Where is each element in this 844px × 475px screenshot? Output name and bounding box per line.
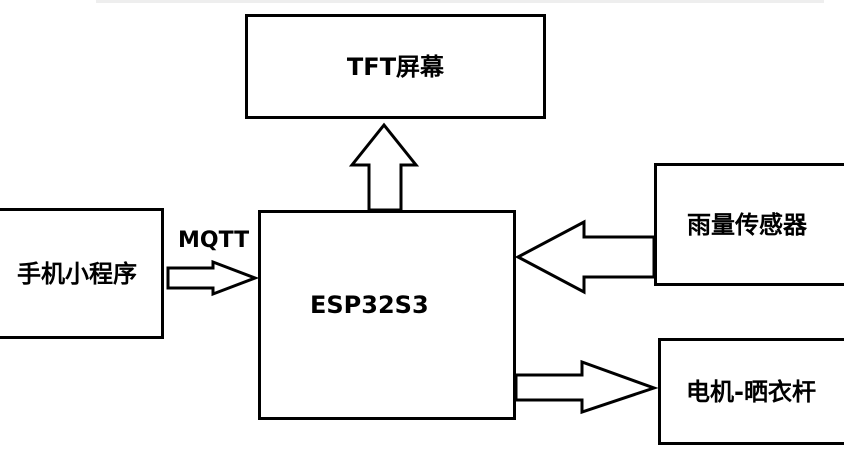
top-divider: [96, 0, 824, 3]
rain-sensor-label: 雨量传感器: [687, 210, 807, 239]
esp32s3-label: ESP32S3: [310, 291, 429, 319]
arrow-rain-to-esp: [514, 219, 656, 295]
rain-sensor-node: 雨量传感器: [654, 163, 844, 286]
motor-rack-node: 电机-晒衣杆: [658, 338, 844, 445]
mqtt-edge-label: MQTT: [178, 228, 250, 253]
arrow-esp-to-motor: [514, 359, 659, 415]
tft-screen-node: TFT屏幕: [245, 14, 546, 119]
arrow-phone-to-esp: [166, 259, 260, 297]
motor-rack-label: 电机-晒衣杆: [686, 377, 816, 406]
phone-miniprogram-node: 手机小程序: [0, 208, 164, 339]
phone-miniprogram-label: 手机小程序: [17, 259, 137, 288]
arrow-esp-to-tft: [348, 122, 420, 212]
tft-screen-label: TFT屏幕: [346, 52, 445, 81]
esp32s3-node: ESP32S3: [258, 210, 516, 420]
